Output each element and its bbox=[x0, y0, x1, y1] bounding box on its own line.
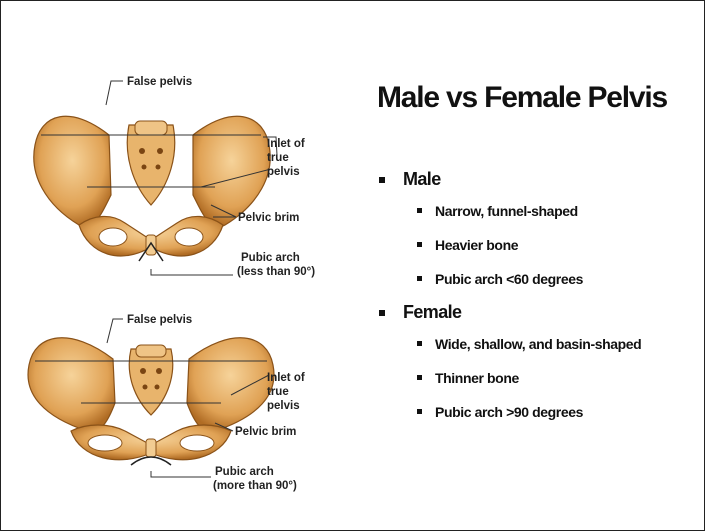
male-sub-list: Narrow, funnel-shaped Heavier bone Pubic… bbox=[403, 200, 687, 290]
male-pelvis-illustration: False pelvis Inlet of true pelvis Pelvic… bbox=[1, 65, 341, 287]
inlet-label-line1: Inlet of bbox=[267, 138, 305, 150]
bullet-list: Male Narrow, funnel-shaped Heavier bone … bbox=[377, 169, 687, 435]
pubic-arch-label-line1: Pubic arch bbox=[241, 252, 300, 264]
inlet-label-line3: pelvis bbox=[267, 166, 300, 178]
left-obturator-foramen bbox=[88, 435, 122, 451]
bullet-male-label: Male bbox=[403, 169, 441, 189]
pelvic-brim-label: Pelvic brim bbox=[235, 426, 296, 438]
bullet-male: Male Narrow, funnel-shaped Heavier bone … bbox=[377, 169, 687, 290]
lumbar-vertebra bbox=[135, 121, 167, 135]
inlet-label-line2: true bbox=[267, 152, 289, 164]
left-obturator-foramen bbox=[99, 228, 127, 246]
inlet-label-line1: Inlet of bbox=[267, 372, 305, 384]
lumbar-vertebra bbox=[136, 345, 166, 357]
pubic-arch-leader bbox=[151, 471, 211, 477]
false-pelvis-label: False pelvis bbox=[127, 314, 192, 326]
pubic-arch-leader bbox=[151, 269, 233, 275]
left-ilium bbox=[28, 338, 115, 432]
pubic-symphysis bbox=[146, 235, 156, 255]
male-item-shape: Narrow, funnel-shaped bbox=[403, 200, 675, 222]
female-pelvis-figure: False pelvis Inlet of true pelvis Pelvic… bbox=[1, 299, 341, 511]
inlet-label-line3: pelvis bbox=[267, 400, 300, 412]
pubic-arch-label-line1: Pubic arch bbox=[215, 466, 274, 478]
sacrum bbox=[129, 349, 173, 415]
pubic-symphysis bbox=[146, 439, 156, 457]
pelvic-brim-label: Pelvic brim bbox=[238, 212, 299, 224]
right-ilium bbox=[187, 338, 274, 432]
inlet-label-line2: true bbox=[267, 386, 289, 398]
female-item-shape: Wide, shallow, and basin-shaped bbox=[403, 333, 675, 355]
female-item-arch: Pubic arch >90 degrees bbox=[403, 401, 675, 423]
sacrum bbox=[127, 125, 174, 205]
bullet-female: Female Wide, shallow, and basin-shaped T… bbox=[377, 302, 687, 423]
female-item-bone: Thinner bone bbox=[403, 367, 675, 389]
right-obturator-foramen bbox=[175, 228, 203, 246]
female-sub-list: Wide, shallow, and basin-shaped Thinner … bbox=[403, 333, 687, 423]
female-pelvis-illustration: False pelvis Inlet of true pelvis Pelvic… bbox=[1, 299, 341, 511]
left-ilium bbox=[34, 116, 111, 227]
false-pelvis-label: False pelvis bbox=[127, 76, 192, 88]
right-obturator-foramen bbox=[180, 435, 214, 451]
false-pelvis-leader bbox=[106, 81, 123, 105]
male-item-bone: Heavier bone bbox=[403, 234, 675, 256]
male-pelvis-figure: False pelvis Inlet of true pelvis Pelvic… bbox=[1, 65, 341, 287]
male-item-arch: Pubic arch <60 degrees bbox=[403, 268, 675, 290]
pubic-arch-label-line2: (less than 90°) bbox=[237, 266, 315, 278]
right-ilium bbox=[193, 116, 270, 227]
bullet-female-label: Female bbox=[403, 302, 461, 322]
false-pelvis-leader bbox=[107, 319, 123, 343]
pubic-arch-label-line2: (more than 90°) bbox=[213, 480, 297, 492]
slide-title: Male vs Female Pelvis bbox=[377, 81, 667, 115]
